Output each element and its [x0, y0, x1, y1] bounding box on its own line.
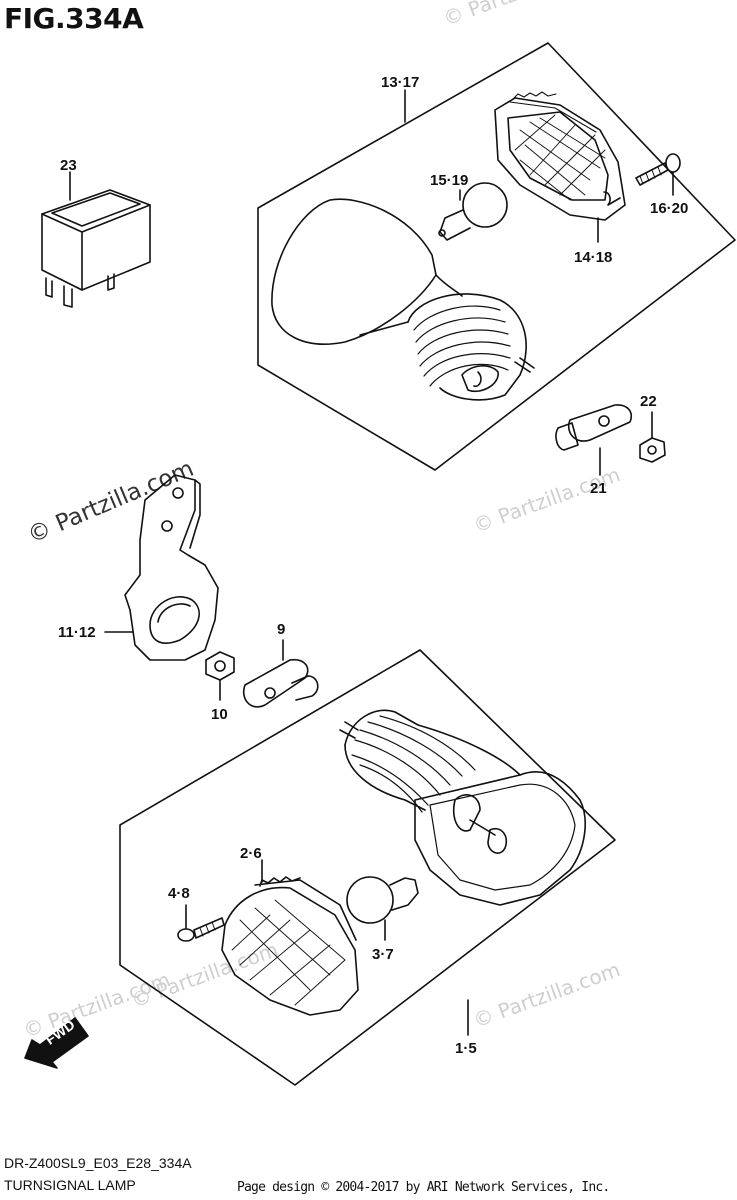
- upper-lens: [494, 91, 626, 243]
- relay-part: [41, 171, 151, 308]
- lower-screw: [177, 904, 225, 942]
- callout-11-12[interactable]: 11·12: [58, 624, 96, 641]
- callout-9[interactable]: 9: [277, 621, 286, 638]
- upper-assembly-frame: [257, 42, 736, 471]
- callout-3-7[interactable]: 3·7: [372, 946, 394, 963]
- callout-13-17[interactable]: 13·17: [381, 74, 420, 91]
- footer-diagram-code: DR-Z400SL9_E03_E28_334A: [4, 1155, 192, 1171]
- upper-rear-housing: [271, 198, 535, 401]
- footer-diagram-name: TURNSIGNAL LAMP: [4, 1177, 136, 1193]
- middle-grommet: [243, 639, 319, 708]
- callout-22[interactable]: 22: [640, 393, 657, 410]
- callout-15-19[interactable]: 15·19: [430, 172, 469, 189]
- callout-1-5[interactable]: 1·5: [455, 1040, 477, 1057]
- callout-14-18[interactable]: 14·18: [574, 249, 613, 266]
- bracket-part: [104, 474, 219, 661]
- upper-screw: [635, 153, 681, 196]
- lower-assembly-frame: [119, 649, 616, 1086]
- callout-23[interactable]: 23: [60, 157, 77, 174]
- upper-bulb: [438, 182, 508, 241]
- fwd-arrow: [24, 1017, 89, 1069]
- middle-nut: [205, 651, 235, 701]
- callout-2-6[interactable]: 2·6: [240, 845, 262, 862]
- callout-16-20[interactable]: 16·20: [650, 200, 689, 217]
- callout-4-8[interactable]: 4·8: [168, 885, 190, 902]
- footer-credit: Page design © 2004-2017 by ARI Network S…: [237, 1180, 610, 1195]
- callout-21[interactable]: 21: [590, 480, 607, 497]
- figure-title: FIG.334A: [4, 2, 144, 35]
- upper-nut: [639, 411, 666, 463]
- lower-rear-housing: [339, 709, 586, 906]
- callout-10[interactable]: 10: [211, 706, 228, 723]
- upper-plate: [555, 404, 632, 476]
- lower-bulb: [346, 876, 419, 941]
- lower-lens: [221, 859, 359, 1016]
